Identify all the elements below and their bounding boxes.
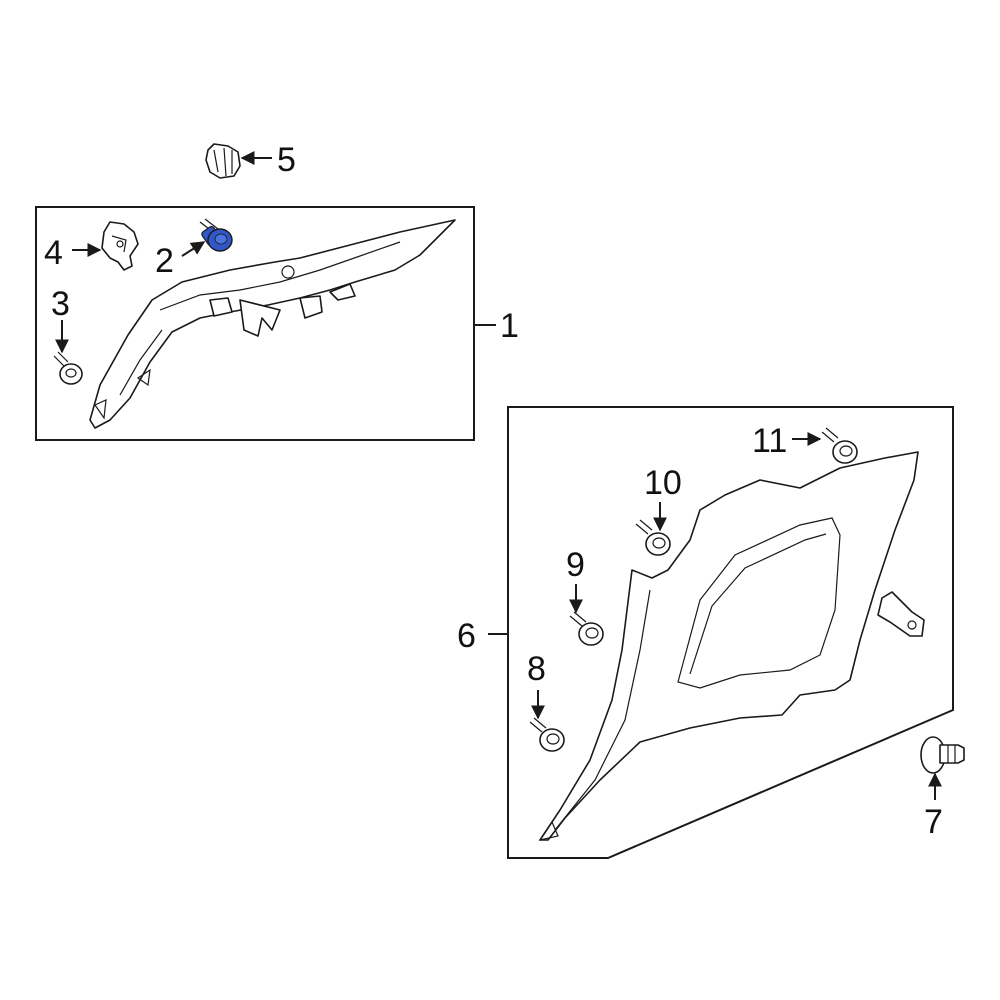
push-clip-part-7	[920, 736, 965, 774]
callout-5: 5	[277, 141, 296, 179]
callout-3: 3	[51, 285, 70, 323]
callout-11: 11	[752, 422, 787, 460]
screw-part-8	[529, 717, 565, 752]
group-box-upper	[35, 206, 475, 441]
callout-8: 8	[527, 650, 546, 688]
callout-2: 2	[155, 242, 174, 280]
cap-part-5	[205, 143, 241, 179]
screw-part-11	[821, 427, 858, 464]
screw-part-10	[635, 519, 671, 556]
group-box-lower	[507, 406, 954, 859]
callout-4: 4	[44, 234, 63, 272]
leader-2	[181, 241, 206, 257]
callout-7: 7	[924, 803, 943, 841]
screw-part-9	[569, 611, 604, 646]
quarter-trim-panel	[538, 451, 925, 841]
callout-9: 9	[566, 546, 585, 584]
upper-pillar-trim	[89, 219, 456, 429]
screw-part-3	[53, 351, 83, 385]
bracket-part-4	[101, 221, 139, 271]
callout-10: 10	[644, 464, 682, 502]
callout-6: 6	[457, 617, 476, 655]
clip-part-2	[199, 218, 233, 252]
callout-1: 1	[500, 307, 519, 345]
